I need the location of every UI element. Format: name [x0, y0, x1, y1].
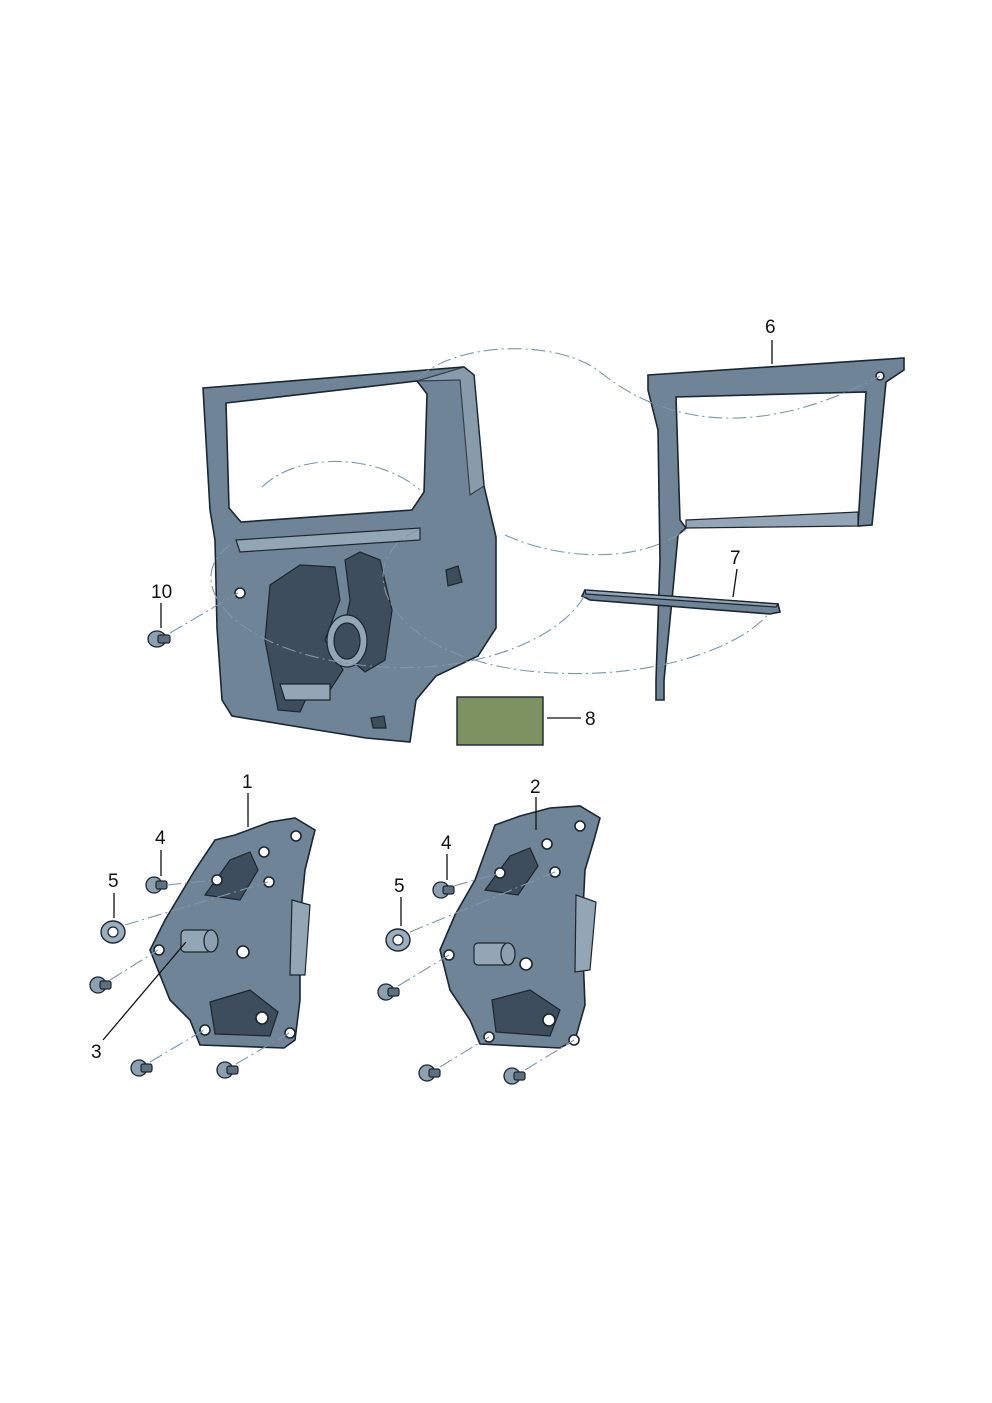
door-screw — [147, 630, 171, 648]
label-10: 10 — [151, 582, 172, 603]
callout-labels: 6 7 8 10 1 2 4 4 5 5 3 — [91, 317, 776, 1063]
seal-strip — [580, 589, 781, 615]
label-1: 1 — [242, 772, 253, 793]
label-3: 3 — [91, 1042, 102, 1063]
label-2: 2 — [530, 777, 541, 798]
label-4-left: 4 — [155, 828, 166, 849]
leader-lines — [102, 340, 773, 1041]
regulator-plate-right — [439, 805, 601, 1049]
label-5-right: 5 — [394, 876, 405, 897]
insulating-pad — [456, 696, 544, 746]
label-4-right: 4 — [441, 833, 452, 854]
window-frame — [647, 357, 905, 701]
fasteners — [89, 876, 526, 1085]
assembly-lines — [109, 348, 881, 1071]
label-7: 7 — [730, 548, 741, 569]
label-5-left: 5 — [108, 871, 119, 892]
door-shell — [202, 366, 497, 743]
regulator-plate-left — [149, 817, 316, 1049]
label-6: 6 — [765, 317, 776, 338]
label-8: 8 — [585, 709, 596, 730]
